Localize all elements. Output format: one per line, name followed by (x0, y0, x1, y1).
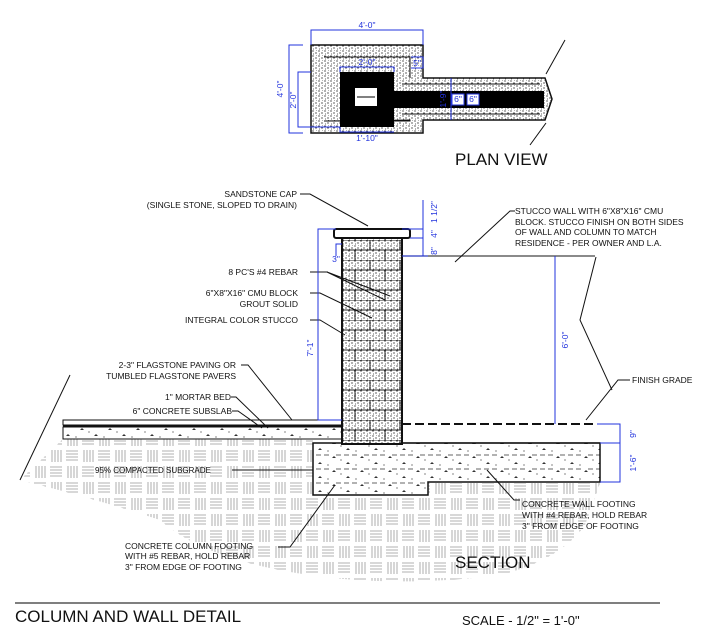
label-wall-4: RESIDENCE - PER OWNER AND L.A. (515, 238, 662, 248)
plan-view: 4'-0" 4'-0" 2'-0" 2'-0" 1'-10" 5" 1'-9" … (275, 20, 566, 169)
drawing-scale: SCALE - 1/2" = 1'-0" (462, 613, 580, 628)
label-cap-1: SANDSTONE CAP (224, 189, 297, 199)
dim-overall-width: 4'-0" (359, 20, 376, 30)
section-title: SECTION (455, 553, 531, 572)
label-column-footing-1: CONCRETE COLUMN FOOTING (125, 541, 253, 551)
label-paving-2: TUMBLED FLAGSTONE PAVERS (106, 371, 236, 381)
plan-view-title: PLAN VIEW (455, 150, 548, 169)
dim-footing-thickness: 1'-6" (628, 455, 638, 472)
dim-wall-height: 6'-0" (560, 332, 570, 349)
label-cmu-2: GROUT SOLID (240, 299, 298, 309)
label-wall-footing-1: CONCRETE WALL FOOTING (522, 499, 636, 509)
section-view: SANDSTONE CAP (SINGLE STONE, SLOPED TO D… (19, 189, 693, 582)
dim-cap-b: 4" (429, 230, 439, 238)
label-wall-footing-2: WITH #4 REBAR, HOLD REBAR (522, 510, 647, 520)
mortar-bed (63, 425, 342, 427)
sandstone-cap (333, 228, 411, 239)
dim-wall-b: 6" (469, 94, 477, 104)
cmu-column (341, 237, 403, 445)
drawing-title: COLUMN AND WALL DETAIL (15, 607, 241, 626)
dim-overall-height: 4'-0" (275, 81, 285, 98)
label-cmu-1: 6"X8"X16" CMU BLOCK (206, 288, 299, 298)
dim-footing-depth: 9" (628, 430, 638, 438)
flagstone-paving (62, 419, 343, 426)
label-mortar: 1" MORTAR BED (165, 392, 231, 402)
label-finish-grade: FINISH GRADE (632, 375, 693, 385)
label-wall-3: OF WALL AND COLUMN TO MATCH (515, 227, 657, 237)
dim-cap-c: 8" (429, 247, 439, 255)
compacted-subgrade (20, 437, 600, 582)
label-column-footing-3: 3" FROM EDGE OF FOOTING (125, 562, 242, 572)
dim-column-height: 7'-1" (305, 340, 315, 357)
dim-column-width: 2'-0" (359, 57, 376, 67)
dim-offset: 5" (413, 58, 421, 68)
dim-wall-footing: 1'-9" (438, 91, 448, 108)
dim-cap-a: 1 1/2" (429, 201, 439, 223)
concrete-subslab (62, 426, 343, 440)
dim-inner: 1'-10" (356, 133, 378, 143)
label-stucco: INTEGRAL COLOR STUCCO (185, 315, 298, 325)
label-wall-2: BLOCK. STUCCO FINISH ON BOTH SIDES (515, 217, 684, 227)
label-subgrade: 95% COMPACTED SUBGRADE (95, 466, 211, 475)
dim-column-height: 2'-0" (288, 92, 298, 109)
dim-cap-overhang: 3" (332, 254, 340, 264)
dim-wall-a: 6" (454, 94, 462, 104)
label-paving-1: 2-3" FLAGSTONE PAVING OR (119, 360, 236, 370)
label-wall-footing-3: 3" FROM EDGE OF FOOTING (522, 521, 639, 531)
label-wall-1: STUCCO WALL WITH 6"X8"X16" CMU (515, 206, 663, 216)
label-column-footing-2: WITH #5 REBAR, HOLD REBAR (125, 551, 250, 561)
label-rebar: 8 PC'S #4 REBAR (228, 267, 298, 277)
label-cap-2: (SINGLE STONE, SLOPED TO DRAIN) (147, 200, 297, 210)
label-subslab: 6" CONCRETE SUBSLAB (133, 406, 233, 416)
